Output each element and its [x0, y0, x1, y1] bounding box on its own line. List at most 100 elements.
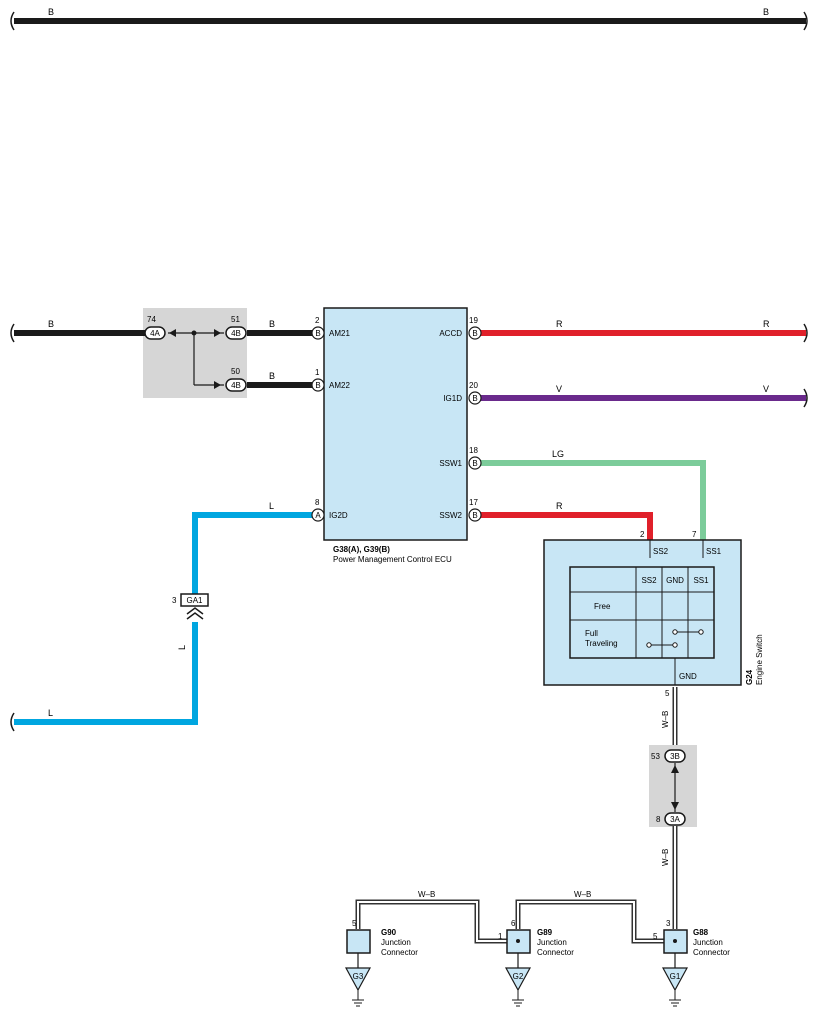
ecu-pin-am21-label: AM21 — [329, 329, 350, 338]
ecu-pin-ssw2-num: 17 — [469, 498, 478, 507]
connector-4a: 4A 74 — [144, 315, 166, 340]
junction-bottom-internal — [671, 763, 679, 812]
g90-code: G90 — [381, 928, 397, 937]
g88-code: G88 — [693, 928, 709, 937]
connector-3b-label: 3B — [670, 752, 680, 761]
table-row-free: Free — [594, 602, 611, 611]
engine-switch-name: Engine Switch — [755, 634, 764, 685]
ecu-pin-accd-label: ACCD — [439, 329, 462, 338]
ground-g1-label: G1 — [670, 972, 681, 981]
g90-g89-label: W–B — [418, 890, 435, 899]
ecu-pin-ig2d-conn: A — [315, 511, 321, 520]
ecu-name: Power Management Control ECU — [333, 555, 452, 564]
ecu-pin-am22-label: AM22 — [329, 381, 350, 390]
ig1d-wire: V V — [481, 384, 808, 408]
ecu-pin-ssw1-label: SSW1 — [439, 459, 462, 468]
pin-8-label: 8 — [656, 815, 661, 824]
pin-51-label: 51 — [231, 315, 240, 324]
table-header-ss2: SS2 — [641, 576, 657, 585]
ecu-pin-accd-num: 19 — [469, 316, 478, 325]
junction-internal — [168, 329, 224, 389]
g88-line2: Connector — [693, 948, 730, 957]
pin-53-label: 53 — [651, 752, 660, 761]
am22-wire: B — [247, 371, 312, 388]
am21-wire-label: B — [269, 319, 275, 329]
g89-pin-top: 6 — [511, 919, 516, 928]
connector-4a-label: 4A — [150, 329, 160, 338]
ecu-pin-am22-num: 1 — [315, 368, 320, 377]
junction-connector-g88: 3 5 G88 Junction Connector — [653, 919, 730, 968]
ssw1-wire-label: LG — [552, 449, 564, 459]
ssw1-wire: LG — [481, 449, 706, 540]
junction-connector-g89: 6 1 G89 Junction Connector — [498, 919, 574, 968]
gnd-upper-label: W–B — [661, 711, 670, 728]
ga1-pin-label: 3 — [172, 596, 177, 605]
gnd-lower-label: W–B — [661, 849, 670, 866]
g90-line1: Junction — [381, 938, 411, 947]
ssw2-wire: R — [481, 501, 653, 540]
table-row-full-2: Traveling — [585, 639, 618, 648]
am21-input-label: B — [48, 319, 54, 329]
ecu-pin-ig1d-label: IG1D — [443, 394, 462, 403]
ig1d-right-label: V — [763, 384, 769, 394]
ig2d-vertical-label: L — [177, 645, 187, 650]
am21-input-wire: B — [10, 319, 146, 343]
ground-g1: G1 — [661, 967, 689, 1007]
gnd-wire-lower: W–B — [661, 826, 678, 929]
ecu-pin-ig1d: B 20 IG1D — [443, 381, 482, 405]
ecu-pin-ssw1-conn: B — [472, 459, 477, 468]
ecu-pin-am21-num: 2 — [315, 316, 320, 325]
ecu-code: G38(A), G39(B) — [333, 545, 390, 554]
ecu-pin-ssw1-num: 18 — [469, 446, 478, 455]
engine-switch-ss1-label: SS1 — [706, 547, 722, 556]
g88-pin-top: 3 — [666, 919, 671, 928]
engine-switch-pin-ss1: 7 — [692, 530, 697, 539]
gnd-wire: W–B — [661, 687, 678, 748]
ecu-pin-am22-conn: B — [315, 381, 320, 390]
ecu-pin-ssw2-conn: B — [472, 511, 477, 520]
ground-g2: G2 — [504, 967, 532, 1007]
accd-left-label: R — [556, 319, 563, 329]
ecu-pin-ssw2-label: SSW2 — [439, 511, 462, 520]
g90-g89-wire: W–B — [355, 890, 509, 944]
ig2d-wire: L L L — [10, 501, 312, 732]
ground-g3: G3 — [344, 967, 372, 1007]
am22-wire-label: B — [269, 371, 275, 381]
ecu-pin-ig1d-num: 20 — [469, 381, 478, 390]
g88-line1: Junction — [693, 938, 723, 947]
g89-g88-label: W–B — [574, 890, 591, 899]
g89-code: G89 — [537, 928, 553, 937]
top-b-right-label: B — [763, 7, 769, 17]
engine-switch-ss2-label: SS2 — [653, 547, 669, 556]
ssw2-wire-label: R — [556, 501, 563, 511]
accd-wire: R R — [481, 319, 808, 343]
engine-switch-gnd-label: GND — [679, 672, 697, 681]
ecu-pin-ig2d: A 8 IG2D — [311, 498, 348, 522]
table-row-full-1: Full — [585, 629, 598, 638]
engine-switch-pin-ss2: 2 — [640, 530, 645, 539]
engine-switch-pin-gnd: 5 — [665, 689, 670, 698]
ecu-pin-ig2d-label: IG2D — [329, 511, 348, 520]
pin-50-label: 50 — [231, 367, 240, 376]
ig2d-bottom-label: L — [48, 708, 53, 718]
ecu-pin-accd-conn: B — [472, 329, 477, 338]
table-header-gnd: GND — [666, 576, 684, 585]
g88-pin-left: 5 — [653, 932, 658, 941]
connector-3a-label: 3A — [670, 815, 680, 824]
ig1d-left-label: V — [556, 384, 562, 394]
g90-line2: Connector — [381, 948, 418, 957]
ecu-pin-am21: B 2 AM21 — [311, 316, 350, 340]
ecu-pin-am22: B 1 AM22 — [311, 368, 350, 392]
connector-3a: 3A 8 — [656, 812, 686, 826]
connector-4b-upper: 4B 51 — [225, 315, 247, 340]
engine-switch-code: G24 — [745, 669, 754, 685]
connector-4b-lower-label: 4B — [231, 381, 241, 390]
table-header-ss1: SS1 — [693, 576, 709, 585]
ecu-pin-ssw1: B 18 SSW1 — [439, 446, 482, 470]
connector-4b-lower: 4B 50 — [225, 367, 247, 392]
power-management-ecu: G38(A), G39(B) Power Management Control … — [323, 307, 468, 564]
g90-pin: 5 — [352, 919, 357, 928]
ecu-pin-ig2d-num: 8 — [315, 498, 320, 507]
connector-3b: 3B 53 — [651, 749, 686, 763]
